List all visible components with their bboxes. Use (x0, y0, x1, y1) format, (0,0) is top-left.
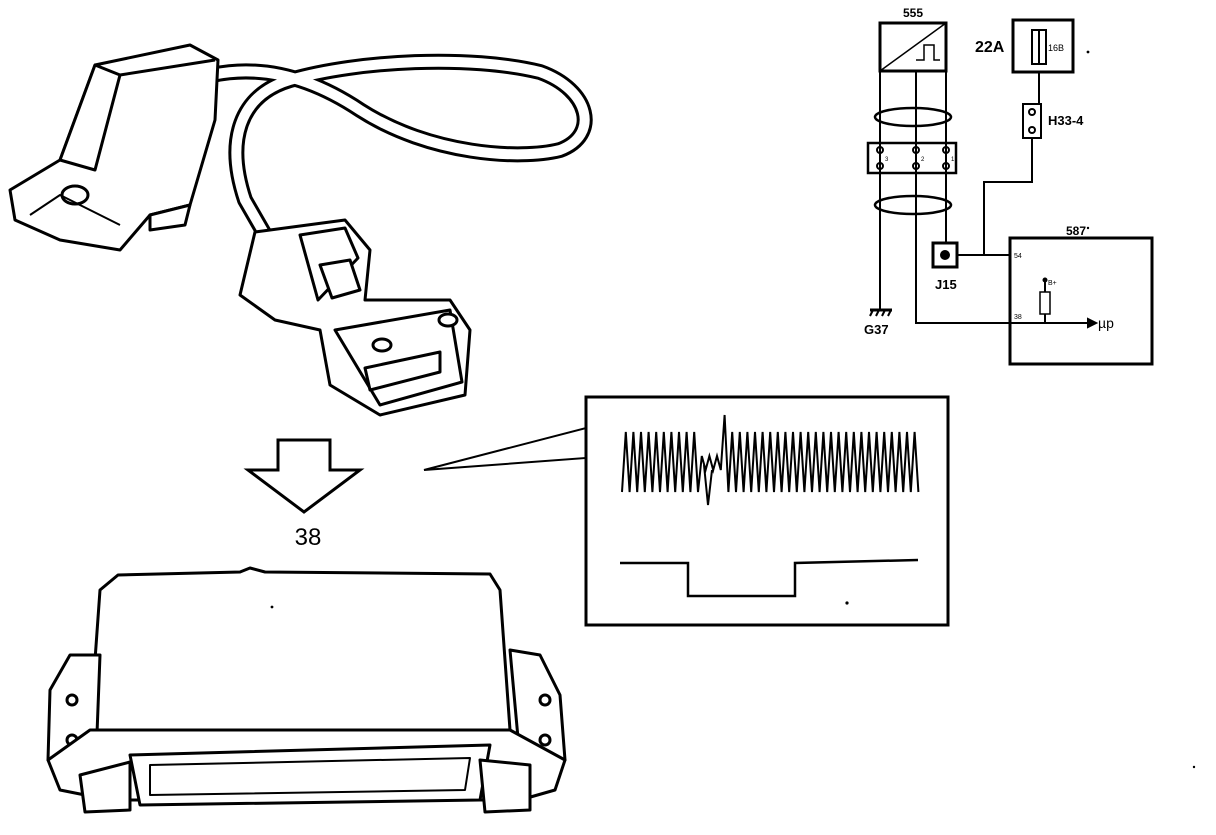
output-arrow (1087, 317, 1099, 329)
output-label: µp (1098, 315, 1114, 331)
fuse-22a (1011, 18, 1075, 74)
down-arrow (243, 438, 365, 514)
ecu-module-illustration (46, 566, 567, 814)
shield-loop-lower (873, 194, 953, 216)
ecu-id-label: 587 (1066, 224, 1086, 238)
ecu-587-box (1008, 236, 1154, 366)
wiring-schematic (866, 18, 1154, 366)
sensor-mount-hole (60, 184, 90, 206)
callout-number: 38 (295, 524, 322, 551)
sensor-waveform (621, 414, 920, 506)
connector-label: H33-4 (1048, 113, 1084, 128)
sensor-id-label: 555 (903, 6, 923, 20)
plug-pin-3: 3 (885, 157, 889, 163)
pullup-supply-label: B+ (1048, 280, 1057, 287)
ecu-pin-signal-label: 38 (1014, 314, 1022, 321)
ground-label: G37 (864, 322, 889, 337)
inline-plug (866, 141, 958, 175)
print-dot (1192, 765, 1196, 769)
crank-sensor-illustration (8, 43, 593, 417)
print-dot (1086, 50, 1090, 54)
ecu-cover (88, 566, 512, 732)
pullup-resistor (1039, 291, 1051, 315)
signal-callout-pointer (423, 426, 587, 471)
print-dot (1086, 226, 1090, 230)
fuse-label: 22A (975, 39, 1005, 56)
scope-dot (845, 601, 849, 605)
ecu-pin-supply-label: 54 (1014, 253, 1022, 260)
signal-scope-box (584, 395, 950, 627)
print-dot (270, 605, 274, 609)
schematic-labels: 555 22A 16B H33-4 J15 G37 587 54 38 B+ µ… (864, 6, 1114, 337)
plug-pin-2: 2 (921, 157, 925, 163)
sensor-555-symbol (878, 21, 948, 73)
plug-pin-1: 1 (951, 157, 955, 163)
reference-pulse-waveform (620, 558, 919, 598)
junction-label: J15 (935, 277, 957, 292)
fuse-rating-label: 16B (1048, 43, 1064, 53)
shield-loop-upper (873, 106, 953, 128)
